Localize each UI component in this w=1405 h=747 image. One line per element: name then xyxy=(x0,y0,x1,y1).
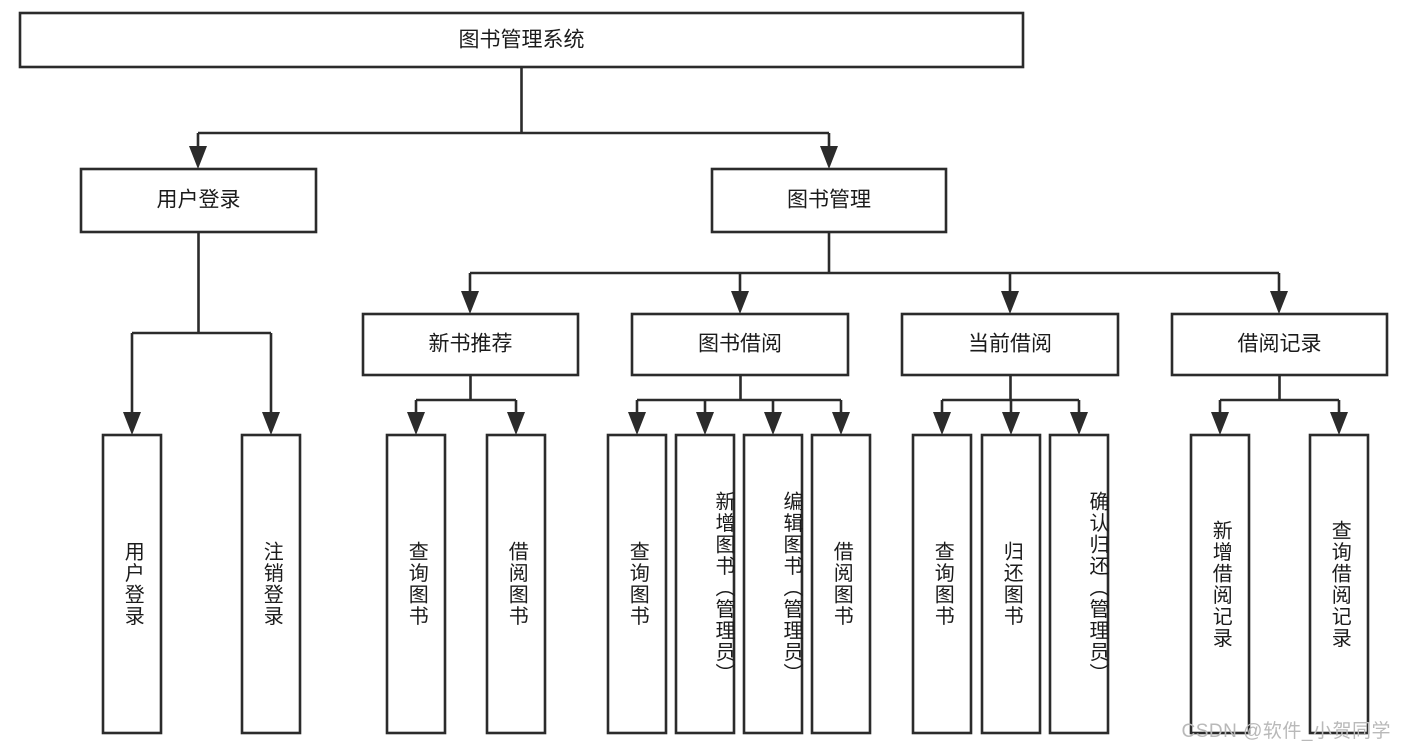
leaf-box-logout[interactable] xyxy=(240,433,302,735)
arrowhead-currentborrow-leaf-1 xyxy=(933,412,951,435)
arrowhead-new-book-rec xyxy=(461,291,479,314)
leaf-box-query-book-current[interactable] xyxy=(911,433,973,735)
leaf-box-add-book-admin[interactable] xyxy=(674,433,736,735)
arrowhead-leaf-logout xyxy=(262,412,280,435)
arrowhead-user-login xyxy=(189,146,207,169)
arrowhead-currentborrow-leaf-3 xyxy=(1070,412,1088,435)
arrowhead-bookborrow-leaf-1 xyxy=(628,412,646,435)
leaf-box-return-book[interactable] xyxy=(980,433,1042,735)
leaf-box-borrow-book-rec[interactable] xyxy=(485,433,547,735)
leaf-box-user-login[interactable] xyxy=(101,433,163,735)
arrowhead-borrowrecord-leaf-1 xyxy=(1211,412,1229,435)
node-book-management-label: 图书管理 xyxy=(787,189,871,212)
node-new-book-recommend-label: 新书推荐 xyxy=(429,333,513,356)
csdn-watermark: CSDN @软件_小贺同学 xyxy=(1181,721,1391,742)
node-book-borrow[interactable] xyxy=(630,312,850,377)
arrowhead-leaf-user-login xyxy=(123,412,141,435)
arrowhead-book-borrow xyxy=(731,291,749,314)
node-borrow-record[interactable] xyxy=(1170,312,1389,377)
arrowhead-newbook-leaf-1 xyxy=(407,412,425,435)
arrowhead-currentborrow-leaf-2 xyxy=(1002,412,1020,435)
node-root-book-management-system[interactable] xyxy=(18,11,1025,69)
node-user-login-label: 用户登录 xyxy=(157,189,241,212)
leaf-box-confirm-return-admin[interactable] xyxy=(1048,433,1110,735)
leaf-box-edit-book-admin[interactable] xyxy=(742,433,804,735)
node-current-borrow[interactable] xyxy=(900,312,1120,377)
arrowhead-borrow-record xyxy=(1270,291,1288,314)
node-root-label: 图书管理系统 xyxy=(459,29,585,52)
leaf-box-borrow-book[interactable] xyxy=(810,433,872,735)
arrowhead-current-borrow xyxy=(1001,291,1019,314)
node-borrow-record-label: 借阅记录 xyxy=(1238,333,1322,356)
arrowhead-bookborrow-leaf-2 xyxy=(696,412,714,435)
node-user-login[interactable] xyxy=(79,167,318,234)
arrowhead-book-manage xyxy=(820,146,838,169)
leaf-box-query-book-borrow[interactable] xyxy=(606,433,668,735)
node-book-borrow-label: 图书借阅 xyxy=(698,333,782,356)
node-current-borrow-label: 当前借阅 xyxy=(968,333,1052,356)
arrowhead-newbook-leaf-2 xyxy=(507,412,525,435)
leaf-box-query-book-rec[interactable] xyxy=(385,433,447,735)
arrowhead-bookborrow-leaf-3 xyxy=(764,412,782,435)
connector-layer xyxy=(123,67,1348,435)
node-book-management[interactable] xyxy=(710,167,948,234)
node-new-book-recommend[interactable] xyxy=(361,312,580,377)
leaf-box-query-borrow-record[interactable] xyxy=(1308,433,1370,735)
leaf-box-add-borrow-record[interactable] xyxy=(1189,433,1251,735)
arrowhead-borrowrecord-leaf-2 xyxy=(1330,412,1348,435)
node-layer: 图书管理系统 用户登录 图书管理 新书推荐 图书借阅 当前借阅 借阅记录 xyxy=(18,11,1389,735)
arrowhead-bookborrow-leaf-4 xyxy=(832,412,850,435)
